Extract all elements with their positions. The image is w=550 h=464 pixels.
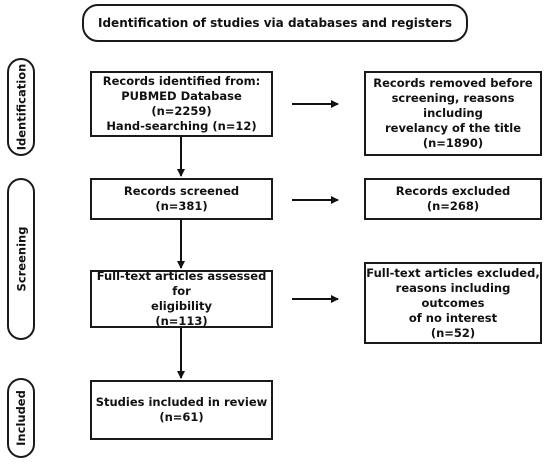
fulltext-excluded-box: Full-text articles excluded, reasons inc… — [364, 262, 542, 344]
box-line: (n=61) — [159, 410, 204, 424]
studies-included-box: Studies included in review (n=61) — [90, 380, 273, 440]
records-excluded-box: Records excluded (n=268) — [364, 178, 542, 220]
box-line: Records identified from: — [102, 74, 261, 88]
phase-screening: Screening — [7, 178, 35, 340]
box-line: revelancy of the title — [384, 121, 522, 135]
box-line: PUBMED Database (n=2259) — [121, 89, 242, 118]
box-line: screening, reasons including — [391, 91, 515, 120]
box-line: eligibility — [151, 299, 212, 313]
box-line: Full-text articles excluded, — [366, 265, 540, 280]
box-line: Full-text articles assessed for — [96, 269, 267, 298]
box-line: (n=1890) — [422, 136, 484, 150]
box-line: (n=52) — [430, 325, 476, 340]
box-line: Records screened — [123, 184, 240, 198]
box-line: Hand-searching (n=12) — [106, 119, 257, 133]
box-line: Studies included in review — [95, 395, 268, 409]
box-line: Records removed before — [373, 76, 533, 90]
fulltext-assessed-box: Full-text articles assessed for eligibil… — [90, 269, 273, 328]
box-line: Records excluded — [395, 184, 511, 198]
box-line: (n=268) — [426, 199, 480, 213]
box-line: of no interest — [408, 310, 498, 325]
records-identified-box: Records identified from: PUBMED Database… — [90, 71, 273, 137]
records-screened-box: Records screened (n=381) — [90, 178, 273, 220]
diagram-title: Identification of studies via databases … — [98, 15, 452, 30]
records-removed-box: Records removed before screening, reason… — [364, 71, 542, 156]
box-line: (n=381) — [155, 199, 208, 213]
phase-included: Included — [7, 378, 35, 458]
title-box: Identification of studies via databases … — [82, 4, 468, 42]
box-line: reasons including outcomes — [395, 280, 511, 310]
box-line: (n=113) — [155, 314, 208, 328]
phase-identification: Identification — [7, 58, 35, 156]
